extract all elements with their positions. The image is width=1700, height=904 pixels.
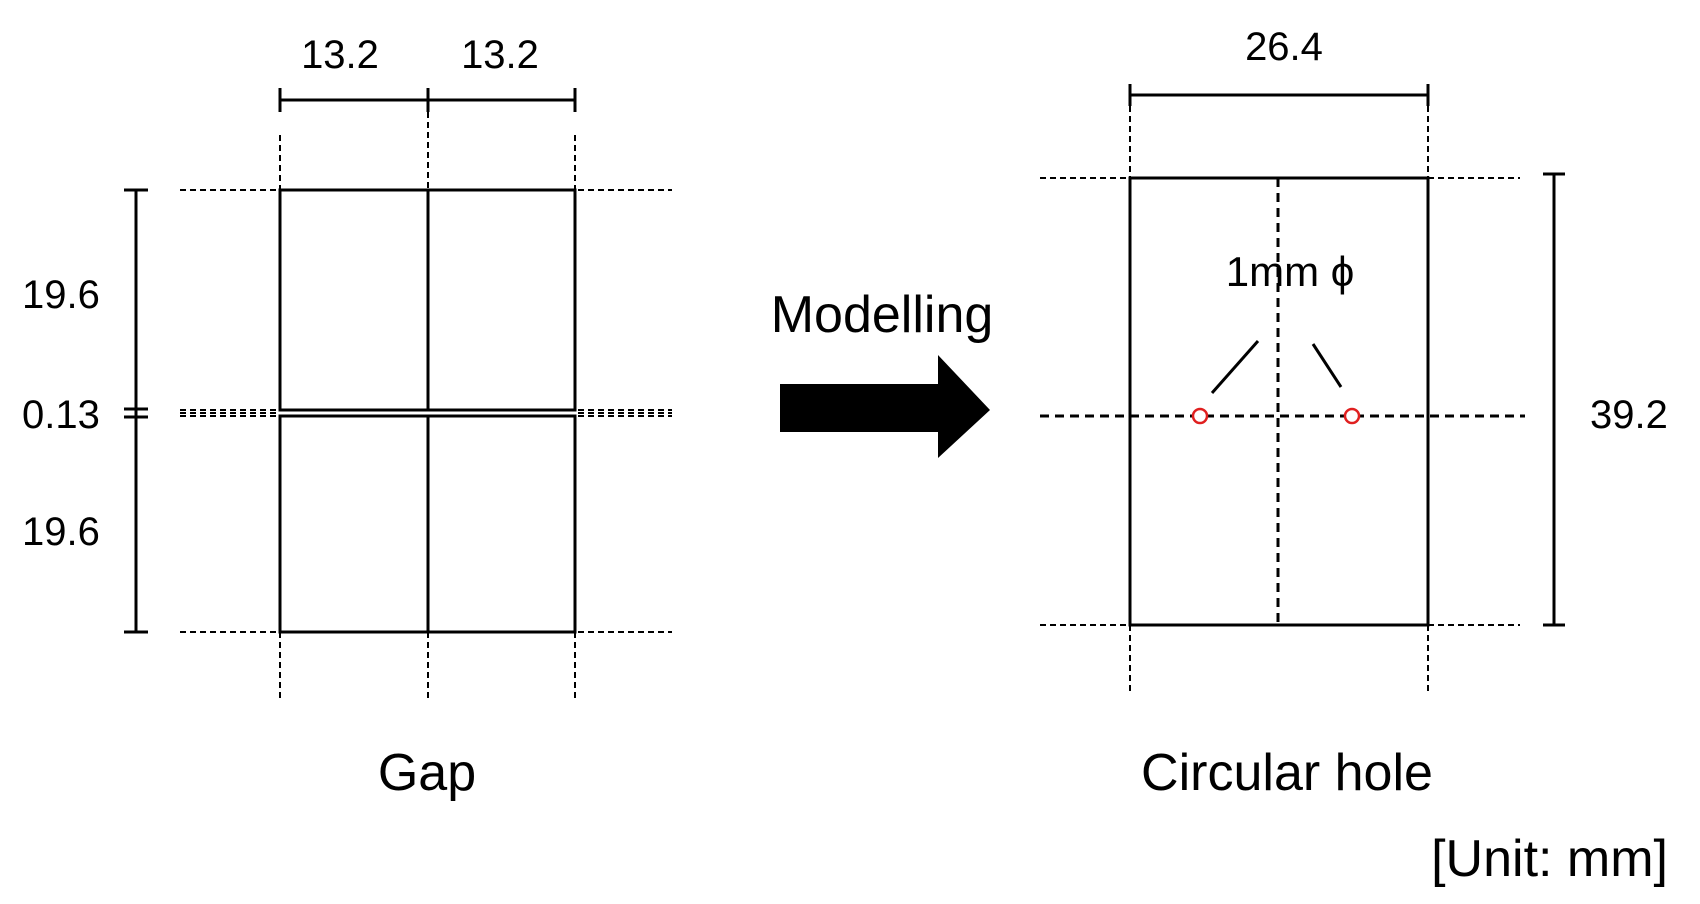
left-side-dimension [124, 188, 148, 634]
right-dim-width: 26.4 [1245, 25, 1323, 69]
gap-caption: Gap [378, 744, 476, 802]
left-dim-top-2: 13.2 [461, 33, 539, 77]
unit-label: [Unit: mm] [1431, 830, 1668, 888]
leader-line-right [1311, 343, 1343, 388]
arrow-right-icon [780, 355, 990, 458]
modelling-label: Modelling [771, 286, 994, 344]
hole-right [1343, 407, 1361, 425]
left-dim-top-1: 13.2 [301, 33, 379, 77]
right-horizontal-extension-lines [1040, 177, 1520, 626]
hole-left [1191, 407, 1209, 425]
lower-block [278, 414, 577, 634]
left-top-dimension [278, 88, 577, 112]
circular-hole-caption: Circular hole [1141, 744, 1433, 802]
hole-diameter-label: 1mm ϕ [1226, 248, 1355, 295]
left-dim-height-lower: 19.6 [22, 510, 100, 554]
right-vertical-extension-lines [1129, 106, 1429, 695]
left-horizontal-extension-lines [180, 189, 672, 633]
left-vertical-extension-lines [279, 112, 576, 700]
upper-block [278, 188, 577, 412]
circular-hole-model: 26.4 1mm ϕ [1040, 25, 1668, 802]
right-side-dimension [1543, 172, 1565, 627]
right-dim-height: 39.2 [1590, 393, 1668, 437]
leader-line-left [1210, 340, 1260, 394]
right-top-dimension [1128, 84, 1430, 106]
left-dim-gap: 0.13 [22, 393, 100, 437]
gap-model: 13.2 13.2 [22, 33, 672, 802]
modelling-arrow: Modelling [771, 286, 994, 458]
left-dim-height-upper: 19.6 [22, 273, 100, 317]
